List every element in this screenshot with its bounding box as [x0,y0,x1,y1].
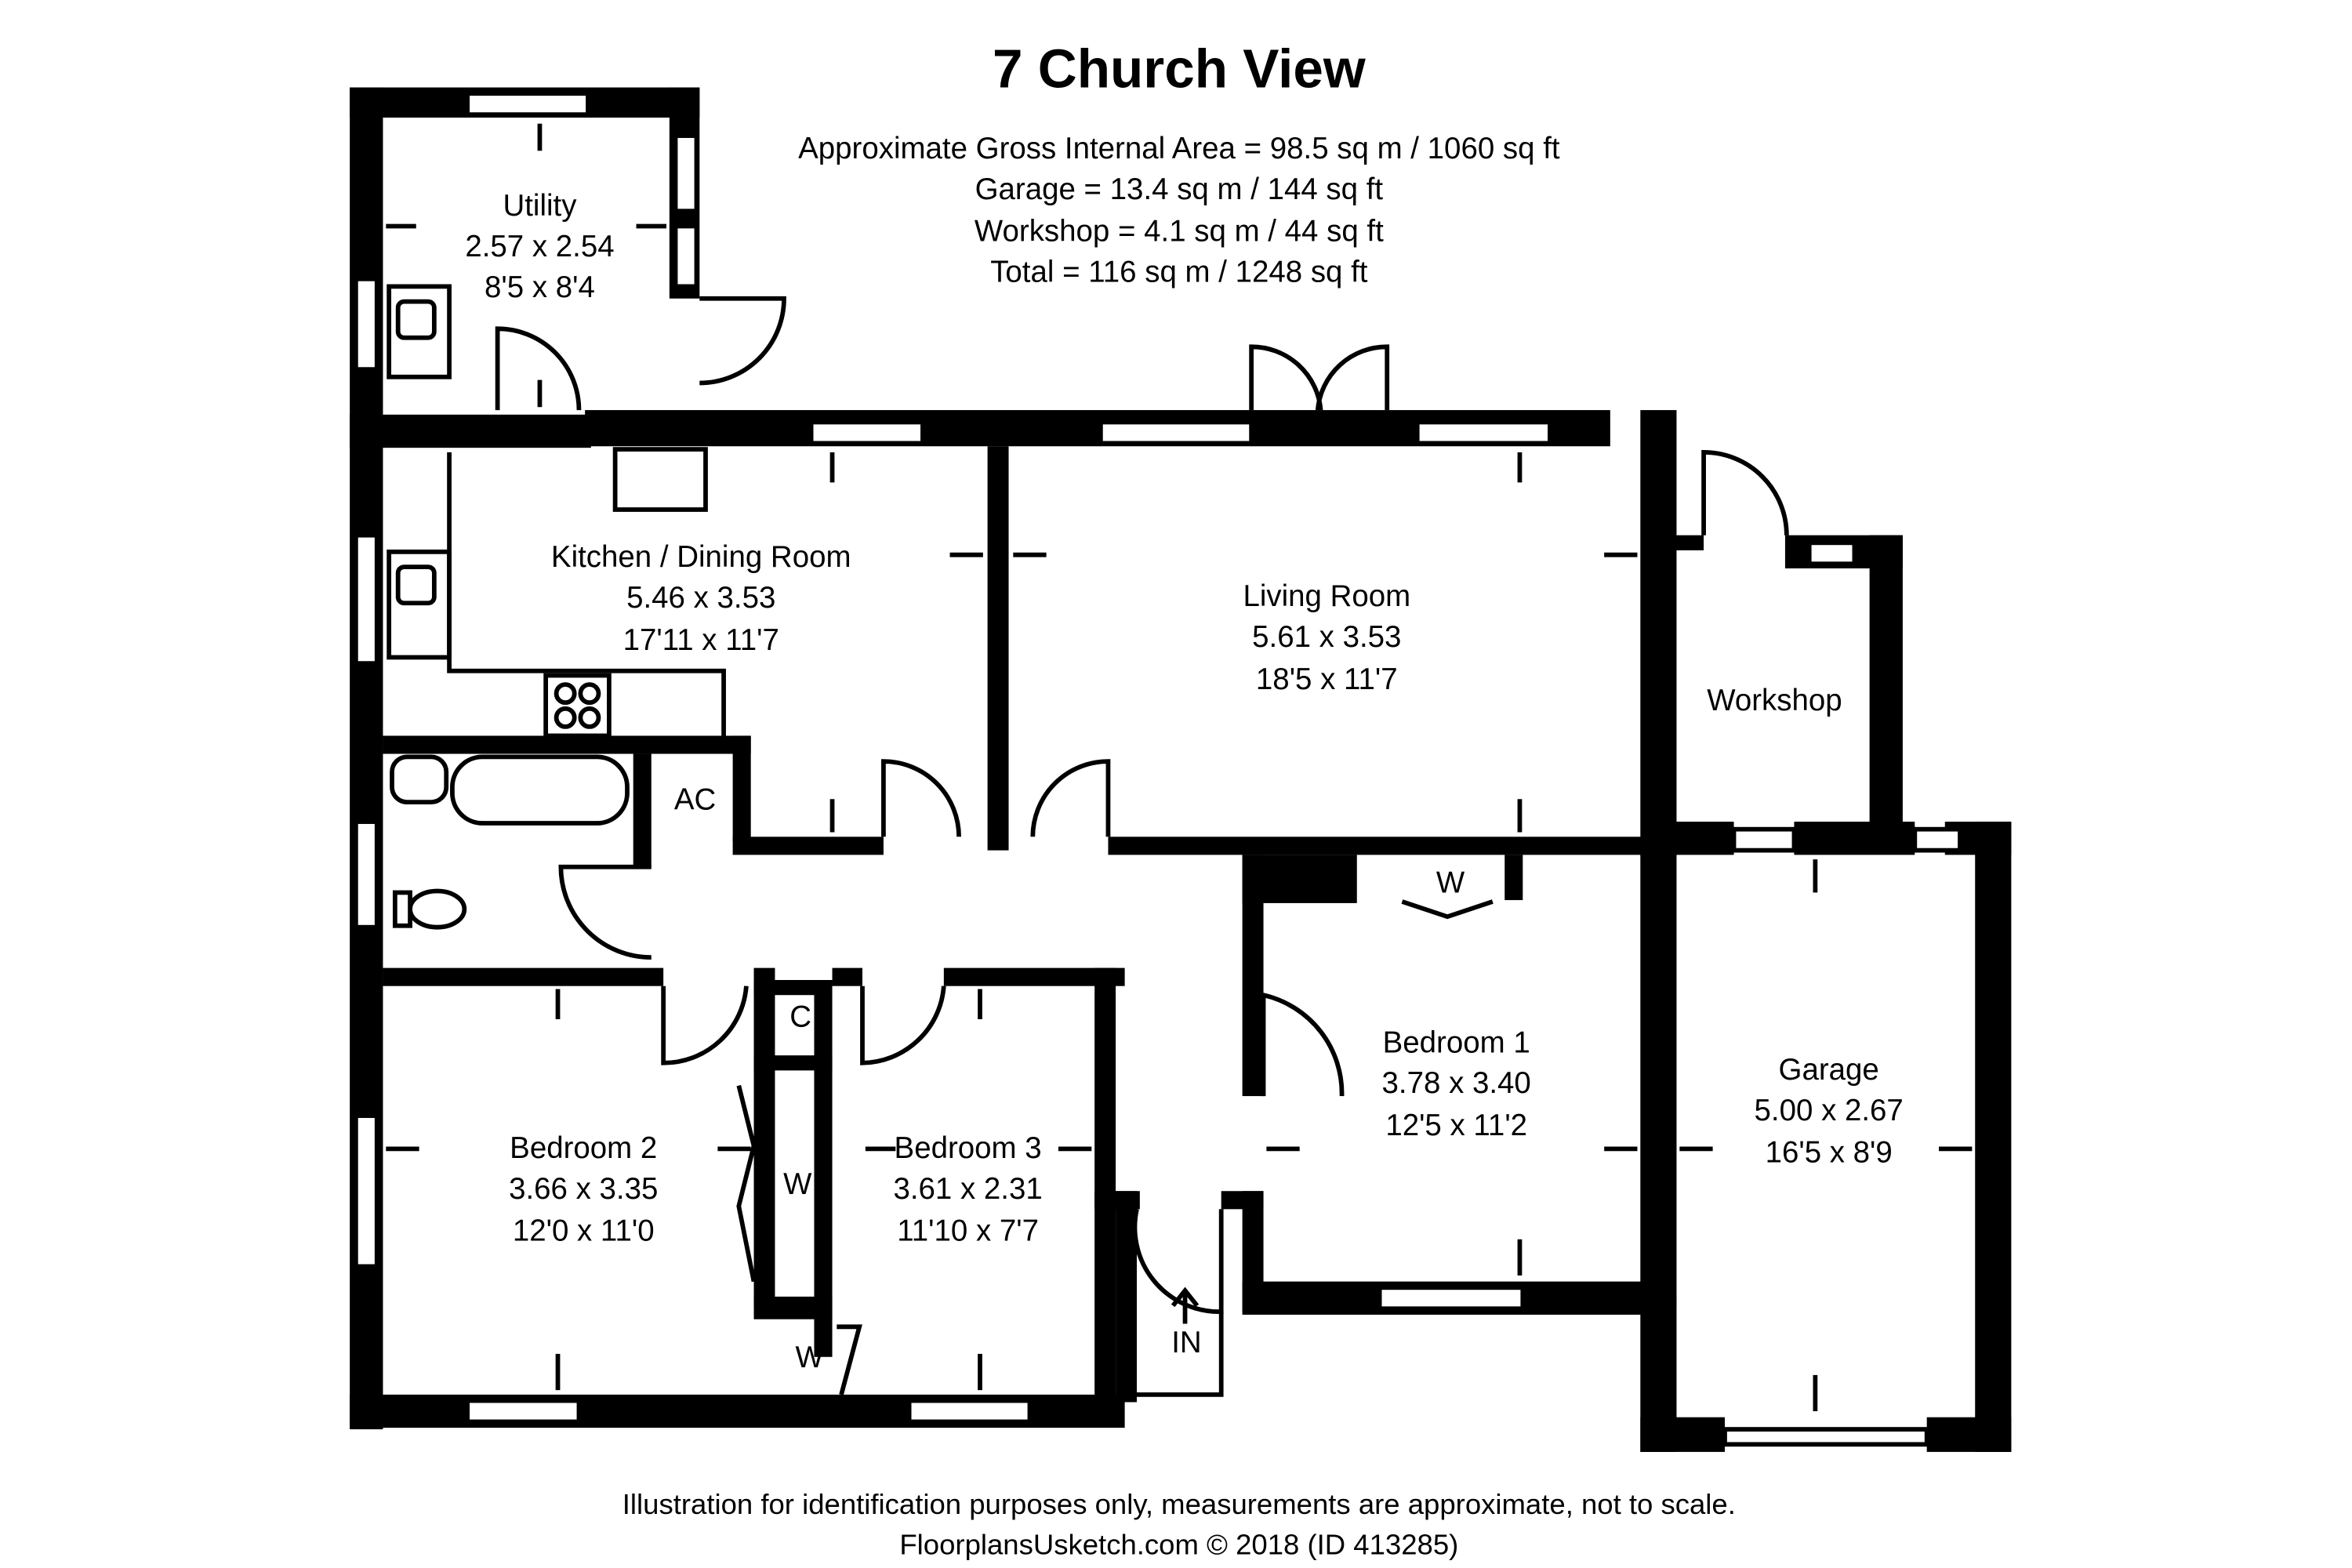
label-wardrobe-bedroom2: W [783,1167,812,1201]
label-cupboard: C [789,1000,811,1034]
room-bedroom3-metric: 3.61 x 2.31 [893,1172,1042,1206]
area-gross: Approximate Gross Internal Area = 98.5 s… [798,132,1560,165]
room-bedroom1: Bedroom 1 3.78 x 3.40 12'5 x 11'2 [1382,1025,1531,1142]
area-total: Total = 116 sq m / 1248 sq ft [990,256,1368,289]
room-bedroom1-name: Bedroom 1 [1383,1025,1530,1059]
room-bedroom2-metric: 3.66 x 3.35 [509,1172,658,1206]
room-utility-imperial: 8'5 x 8'4 [485,270,595,304]
room-bedroom2-name: Bedroom 2 [510,1131,657,1165]
room-garage: Garage 5.00 x 2.67 16'5 x 8'9 [1755,1053,1904,1170]
room-bedroom3: Bedroom 3 3.61 x 2.31 11'10 x 7'7 [893,1131,1042,1248]
footer-credit: FloorplansUsketch.com © 2018 (ID 413285) [899,1529,1458,1561]
room-bedroom2-imperial: 12'0 x 11'0 [513,1214,655,1248]
room-kitchen-imperial: 17'11 x 11'7 [623,623,779,657]
room-kitchen-name: Kitchen / Dining Room [551,540,851,574]
fixtures [387,284,1494,1396]
room-garage-name: Garage [1779,1053,1879,1087]
footer-disclaimer: Illustration for identification purposes… [622,1488,1736,1520]
label-wardrobe-hall: W [796,1341,825,1374]
room-bedroom1-imperial: 12'5 x 11'2 [1385,1109,1527,1142]
room-bedroom3-name: Bedroom 3 [895,1131,1042,1165]
room-utility-name: Utility [503,189,577,223]
room-workshop: Workshop [1707,684,1842,717]
room-living-name: Living Room [1243,579,1410,613]
dimension-arrows [386,123,1973,1411]
room-bedroom2: Bedroom 2 3.66 x 3.35 12'0 x 11'0 [509,1131,658,1248]
windows [353,91,1962,1447]
label-wardrobe-bedroom1: W [1436,866,1465,899]
doors [495,296,1789,1397]
area-garage: Garage = 13.4 sq m / 144 sq ft [975,172,1384,206]
room-bedroom3-imperial: 11'10 x 7'7 [897,1214,1039,1248]
label-entrance: IN [1171,1326,1201,1359]
room-garage-metric: 5.00 x 2.67 [1755,1094,1904,1127]
label-airing-cupboard: AC [674,783,716,817]
room-kitchen-metric: 5.46 x 3.53 [626,581,775,615]
room-utility: Utility 2.57 x 2.54 8'5 x 8'4 [465,189,614,304]
room-bedroom1-metric: 3.78 x 3.40 [1382,1066,1531,1100]
room-kitchen: Kitchen / Dining Room 5.46 x 3.53 17'11 … [551,540,851,657]
room-living: Living Room 5.61 x 3.53 18'5 x 11'7 [1243,579,1410,696]
plan-title: 7 Church View [993,38,1366,100]
room-garage-imperial: 16'5 x 8'9 [1766,1136,1893,1170]
room-living-imperial: 18'5 x 11'7 [1256,662,1398,696]
room-utility-metric: 2.57 x 2.54 [465,230,614,263]
room-workshop-name: Workshop [1707,684,1842,717]
area-workshop: Workshop = 4.1 sq m / 44 sq ft [975,215,1384,249]
room-living-metric: 5.61 x 3.53 [1252,620,1401,654]
